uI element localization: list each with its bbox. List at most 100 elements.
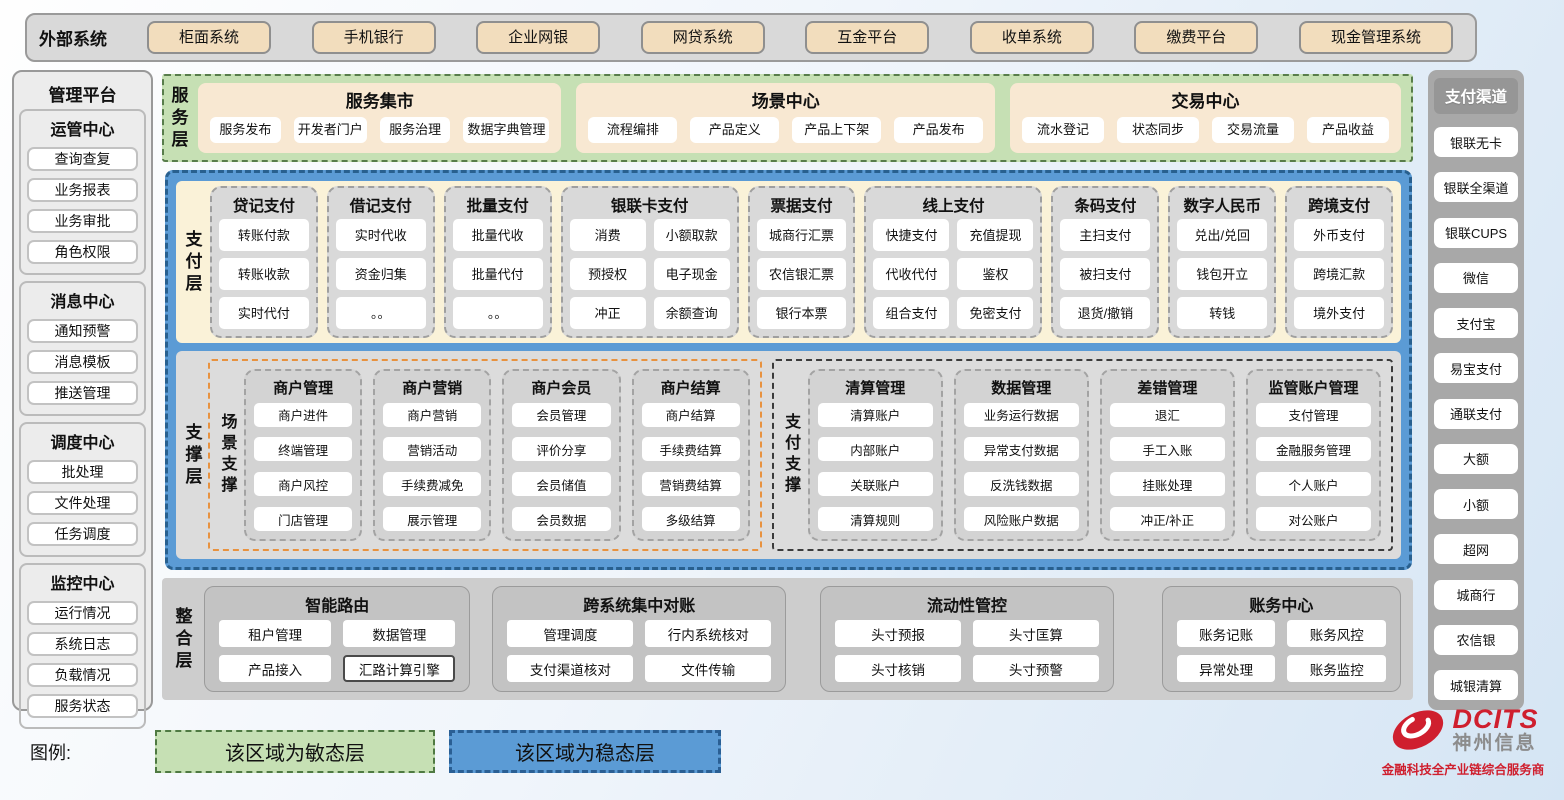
support-item-button[interactable]: 评价分享 (512, 437, 611, 462)
support-item-button[interactable]: 营销活动 (383, 437, 482, 462)
service-item-button[interactable]: 流水登记 (1022, 116, 1104, 143)
support-item-button[interactable]: 会员管理 (512, 402, 611, 427)
payment-item-button[interactable]: 跨境汇款 (1294, 257, 1385, 290)
payment-item-button[interactable]: 钱包开立 (1177, 257, 1268, 290)
support-item-button[interactable]: 门店管理 (254, 507, 353, 531)
payment-item-button[interactable]: 代收代付 (873, 257, 950, 290)
integration-item-button[interactable]: 头寸预警 (972, 655, 1099, 682)
channel-button[interactable]: 易宝支付 (1434, 353, 1518, 384)
support-item-button[interactable]: 会员储值 (512, 472, 611, 497)
service-item-button[interactable]: 产品定义 (690, 116, 780, 143)
payment-item-button[interactable]: 组合支付 (873, 296, 950, 329)
payment-item-button[interactable]: 境外支付 (1294, 296, 1385, 329)
payment-item-button[interactable]: 消费 (569, 219, 646, 251)
payment-item-button[interactable]: 退货/撤销 (1060, 296, 1151, 329)
payment-item-button[interactable]: 鉴权 (957, 257, 1034, 290)
service-item-button[interactable]: 产品发布 (894, 116, 984, 143)
external-system-button[interactable]: 手机银行 (311, 21, 436, 54)
support-item-button[interactable]: 个人账户 (1255, 472, 1371, 497)
payment-item-button[interactable]: 。。 (335, 296, 426, 329)
support-item-button[interactable]: 风险账户数据 (963, 507, 1079, 531)
support-item-button[interactable]: 清算账户 (817, 402, 933, 427)
payment-item-button[interactable]: 充值提现 (957, 219, 1034, 251)
payment-item-button[interactable]: 被扫支付 (1060, 257, 1151, 290)
channel-button[interactable]: 城商行 (1434, 579, 1518, 610)
management-item-button[interactable]: 任务调度 (27, 522, 138, 546)
support-item-button[interactable]: 手续费结算 (641, 437, 740, 462)
management-item-button[interactable]: 消息模板 (27, 350, 138, 374)
integration-item-button[interactable]: 账务监控 (1287, 655, 1386, 682)
service-item-button[interactable]: 产品上下架 (792, 116, 882, 143)
integration-item-button[interactable]: 异常处理 (1176, 655, 1276, 682)
integration-item-button[interactable]: 头寸核销 (835, 655, 961, 682)
support-item-button[interactable]: 商户风控 (254, 472, 353, 497)
support-item-button[interactable]: 展示管理 (383, 507, 482, 531)
payment-item-button[interactable]: 兑出/兑回 (1177, 219, 1268, 251)
payment-item-button[interactable]: 余额查询 (653, 296, 730, 329)
payment-item-button[interactable]: 免密支付 (957, 296, 1034, 329)
support-item-button[interactable]: 会员数据 (512, 507, 611, 531)
management-item-button[interactable]: 服务状态 (27, 694, 138, 718)
payment-item-button[interactable]: 批量代收 (452, 219, 543, 251)
payment-item-button[interactable]: 转账付款 (219, 219, 309, 251)
support-item-button[interactable]: 商户进件 (254, 402, 353, 427)
integration-item-button[interactable]: 文件传输 (645, 655, 772, 682)
integration-item-button[interactable]: 支付渠道核对 (507, 655, 634, 682)
channel-button[interactable]: 通联支付 (1434, 398, 1518, 429)
service-item-button[interactable]: 状态同步 (1117, 116, 1199, 143)
integration-item-button[interactable]: 汇路计算引擎 (343, 655, 456, 682)
support-item-button[interactable]: 终端管理 (254, 437, 353, 462)
external-system-button[interactable]: 网贷系统 (640, 21, 765, 54)
management-item-button[interactable]: 推送管理 (27, 381, 138, 405)
support-item-button[interactable]: 冲正/补正 (1109, 507, 1225, 531)
payment-item-button[interactable]: 城商行汇票 (756, 219, 847, 251)
service-item-button[interactable]: 数据字典管理 (463, 116, 550, 143)
management-item-button[interactable]: 批处理 (27, 460, 138, 484)
integration-item-button[interactable]: 产品接入 (219, 655, 332, 682)
service-item-button[interactable]: 流程编排 (588, 116, 678, 143)
management-item-button[interactable]: 业务审批 (27, 209, 138, 233)
channel-button[interactable]: 农信银 (1434, 624, 1518, 655)
support-item-button[interactable]: 清算规则 (817, 507, 933, 531)
integration-item-button[interactable]: 行内系统核对 (645, 620, 772, 647)
management-item-button[interactable]: 角色权限 (27, 240, 138, 264)
integration-item-button[interactable]: 数据管理 (343, 620, 456, 647)
support-item-button[interactable]: 多级结算 (641, 507, 740, 531)
payment-item-button[interactable]: 转账收款 (219, 257, 309, 290)
payment-item-button[interactable]: 银行本票 (756, 296, 847, 329)
channel-button[interactable]: 大额 (1434, 443, 1518, 474)
payment-item-button[interactable]: 转钱 (1177, 296, 1268, 329)
payment-item-button[interactable]: 冲正 (569, 296, 646, 329)
service-item-button[interactable]: 服务发布 (210, 116, 281, 143)
payment-item-button[interactable]: 电子现金 (653, 257, 730, 290)
external-system-button[interactable]: 缴费平台 (1134, 21, 1259, 54)
support-item-button[interactable]: 支付管理 (1255, 402, 1371, 427)
support-item-button[interactable]: 营销费结算 (641, 472, 740, 497)
service-item-button[interactable]: 开发者门户 (293, 116, 367, 143)
payment-item-button[interactable]: 快捷支付 (873, 219, 950, 251)
external-system-button[interactable]: 现金管理系统 (1298, 21, 1453, 54)
payment-item-button[interactable]: 资金归集 (335, 257, 426, 290)
integration-item-button[interactable]: 租户管理 (219, 620, 332, 647)
management-item-button[interactable]: 查询查复 (27, 147, 138, 171)
service-item-button[interactable]: 服务治理 (379, 116, 451, 143)
management-item-button[interactable]: 运行情况 (27, 601, 138, 625)
management-item-button[interactable]: 通知预警 (27, 319, 138, 343)
management-item-button[interactable]: 系统日志 (27, 632, 138, 656)
payment-item-button[interactable]: 批量代付 (452, 257, 543, 290)
support-item-button[interactable]: 反洗钱数据 (963, 472, 1079, 497)
channel-button[interactable]: 支付宝 (1434, 308, 1518, 338)
support-item-button[interactable]: 退汇 (1109, 402, 1225, 427)
integration-item-button[interactable]: 管理调度 (507, 620, 634, 647)
payment-item-button[interactable]: 实时代付 (219, 296, 309, 329)
payment-item-button[interactable]: 实时代收 (335, 219, 426, 251)
integration-item-button[interactable]: 账务记账 (1176, 620, 1276, 647)
payment-item-button[interactable]: 。。 (452, 296, 543, 329)
payment-item-button[interactable]: 农信银汇票 (756, 257, 847, 290)
management-item-button[interactable]: 文件处理 (27, 491, 138, 515)
management-item-button[interactable]: 负载情况 (27, 663, 138, 687)
support-item-button[interactable]: 业务运行数据 (963, 402, 1079, 427)
integration-item-button[interactable]: 头寸匡算 (972, 620, 1099, 647)
support-item-button[interactable]: 内部账户 (817, 437, 933, 462)
channel-button[interactable]: 微信 (1434, 262, 1518, 293)
